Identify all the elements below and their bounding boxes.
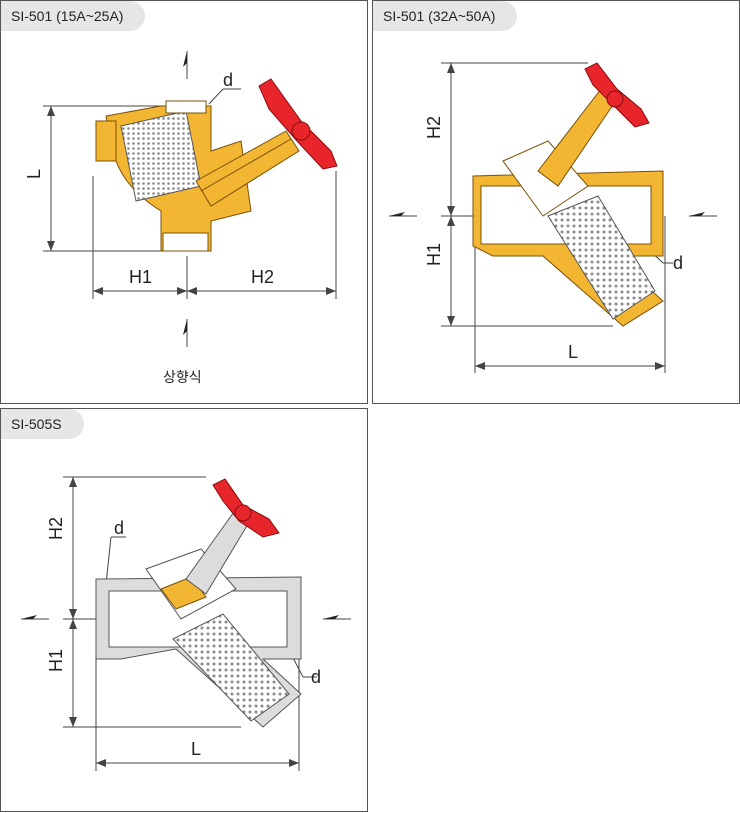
panel-title: SI-501 (32A~50A) [373,1,518,31]
diagram-si501-small: L H1 H2 d [24,51,338,347]
dim-label-L: L [24,169,44,179]
handle-icon [258,78,338,170]
panel-si501-small: SI-501 (15A~25A) L H1 H2 [0,0,368,404]
dim-label-d-upper: d [114,518,124,538]
dim-label-L: L [191,739,201,759]
dim-label-d: d [673,253,683,273]
handle-icon [212,478,280,538]
dim-label-L: L [568,342,578,362]
dim-label-H2: H2 [251,267,274,287]
diagram-si505s: H2 H1 L d d [21,476,351,771]
dim-label-H1: H1 [129,267,152,287]
dim-label-H2: H2 [424,116,444,139]
handle-icon [584,62,650,128]
dim-label-d-lower: d [311,667,321,687]
valve-stem [195,130,300,207]
diagram-si501-large: H2 H1 L d [389,62,717,373]
valve-body [95,100,252,252]
dim-label-H1: H1 [46,649,66,672]
panel-si501-large: SI-501 (32A~50A) H2 H1 L [372,0,740,404]
dim-label-d: d [223,70,233,90]
panel-title: SI-505S [1,409,84,439]
dim-label-H1: H1 [424,243,444,266]
valve-body [472,140,664,327]
caption-upward: 상향식 [163,369,202,385]
panel-title: SI-501 (15A~25A) [1,1,146,31]
dim-label-H2: H2 [46,517,66,540]
panel-si505s: SI-505S H2 H1 L d [0,408,368,812]
valve-stem [537,88,618,187]
